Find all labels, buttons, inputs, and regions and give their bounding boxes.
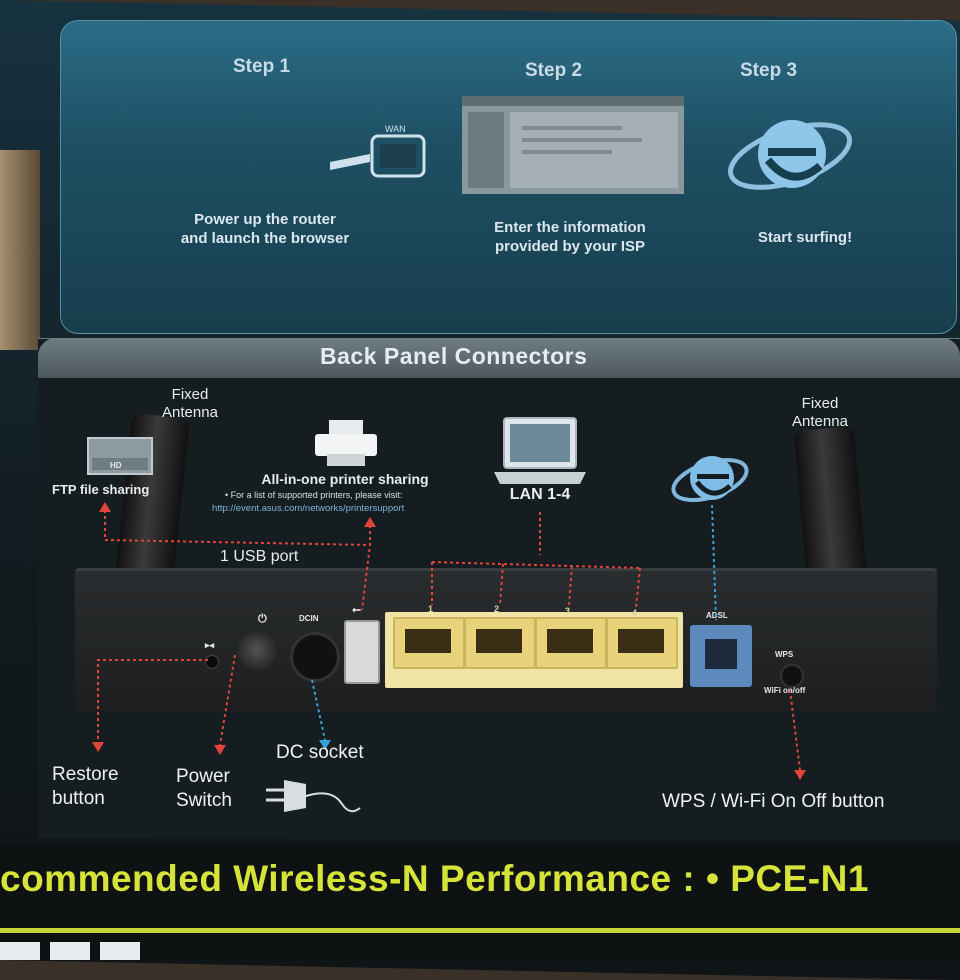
usb-port[interactable] [344,620,380,684]
brand-logo-partial [0,942,140,960]
power-plug-icon [266,780,361,813]
restore-symbol-icon: ▸◂ [205,640,215,650]
wps-small-label: WPS [775,650,794,659]
lan-port-number-3: 3 [565,606,571,616]
adsl-label: ADSL [706,611,728,620]
restore-button-label: Restore button [52,764,119,809]
hd-label: HD [110,461,122,470]
lan-port-1[interactable] [393,617,465,669]
wifi-onoff-small-label: WiFi on/off [764,686,806,695]
step-1-title: Step 1 [233,56,291,77]
browser-window-icon [462,96,684,194]
hard-drive-icon [87,437,153,475]
lan-port-number-2: 2 [494,604,500,614]
lan-callout [431,512,641,609]
printer-callout [361,525,371,611]
power-callout [219,654,236,746]
adsl-callout [711,504,717,621]
lan-port-number-4: 4 [632,608,638,618]
step-2-text: Enter the information provided by your I… [494,219,646,255]
back-panel-title: Back Panel Connectors [320,343,588,369]
step-3-text: Start surfing! [757,229,853,246]
lan-port-2[interactable] [464,617,536,669]
power-switch[interactable] [235,628,279,672]
fixed-antenna-left-label: Fixed Antenna [162,386,218,421]
laptop-icon [494,417,586,484]
callout-lines [92,502,806,780]
dc-socket-port[interactable] [290,632,340,682]
printer-support-link[interactable]: http://event.asus.com/networks/printersu… [212,503,405,514]
printer-sharing-label: All-in-one printer sharing [261,471,429,487]
wps-callout [789,689,801,771]
bottom-band [0,845,960,960]
box-torn-edge [0,150,40,350]
wps-wifi-button[interactable] [780,664,804,688]
ftp-callout [104,510,371,546]
dc-callout [311,679,326,741]
green-divider [0,928,960,933]
ie-internet-icon [671,456,749,502]
step-2-title: Step 2 [525,60,583,81]
usb-port-label: 1 USB port [220,548,299,565]
lan-label: LAN 1-4 [509,486,571,503]
dc-socket-label: DC socket [276,742,364,763]
printer-note: • For a list of supported printers, plea… [225,490,403,500]
power-symbol-icon: ⏻ [258,613,267,625]
power-switch-label: Power Switch [176,766,232,811]
printer-icon [315,420,377,466]
wan-label: WAN [385,124,406,134]
fixed-antenna-right-label: Fixed Antenna [792,395,848,430]
ftp-file-sharing-label: FTP file sharing [52,482,150,497]
step-3-title: Step 3 [740,60,798,81]
restore-button[interactable] [205,655,219,669]
lan-port-number-1: 1 [428,604,434,614]
restore-callout [97,659,208,742]
lan-port-3[interactable] [535,617,607,669]
dcin-label: DCIN [299,614,319,623]
ie-browser-icon [727,120,853,190]
performance-tagline: commended Wireless-N Performance : • PCE… [0,858,869,899]
lan-port-4[interactable] [606,617,678,669]
back-panel-header [38,338,960,378]
wan-plug-icon [330,134,426,178]
usb-symbol-icon: ⭠ [352,604,361,616]
adsl-port[interactable] [690,625,752,687]
step-1-text: Power up the router and launch the brows… [180,211,350,247]
wps-wifi-button-label: WPS / Wi-Fi On Off button [662,791,885,812]
